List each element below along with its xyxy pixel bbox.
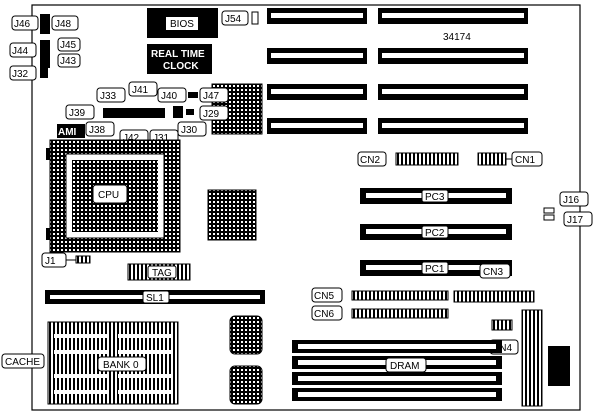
cpu-label: CPU — [98, 190, 119, 201]
jumper-j1: J1 — [41, 252, 91, 268]
cn1-label: CN1 — [515, 155, 535, 166]
pc1-label: PC1 — [425, 264, 445, 275]
jumper-label-j33: J33 — [100, 91, 117, 102]
cache-label: CACHE — [5, 357, 40, 368]
jumper-label-j17: J17 — [567, 215, 584, 226]
cn3-label: CN3 — [483, 267, 503, 278]
jumper-j54: J54 — [221, 10, 259, 26]
jumper-label-j40: J40 — [161, 91, 178, 102]
jumper-label-j41: J41 — [132, 85, 149, 96]
pc3-label: PC3 — [425, 192, 445, 203]
bank0-label: BANK 0 — [103, 360, 139, 371]
bios-label: BIOS — [170, 19, 194, 30]
tag-label: TAG — [152, 268, 172, 279]
jumper-label-j43: J43 — [60, 56, 77, 67]
jumper-label-j29: J29 — [203, 109, 220, 120]
pci-slot-pc1: PC1 — [360, 260, 512, 276]
cache-memory-bank: BANK 0 CACHE — [1, 321, 179, 405]
bios-chip: BIOS — [147, 8, 218, 38]
chipset-chip-center — [207, 189, 257, 241]
ami-label: AMI — [58, 127, 77, 138]
jumper-label-j31: J31 — [153, 133, 170, 144]
connector-cn5: CN5 — [311, 287, 449, 303]
cn2-label: CN2 — [360, 155, 380, 166]
jumper-label-j44: J44 — [12, 46, 29, 57]
tag-ram-chip: TAG — [127, 263, 191, 281]
jumper-cluster-middle: J33 J41 J40 J47 J39 J29 J38 J42 J31 J30 — [65, 81, 229, 145]
dram-simm-slots: DRAM — [292, 340, 502, 401]
connector-cn1: CN1 — [477, 151, 543, 167]
jumper-label-j30: J30 — [181, 125, 198, 136]
rtc-label-line1: REAL TIME — [151, 49, 205, 60]
cn5-label: CN5 — [314, 291, 334, 302]
ami-chip: AMI — [57, 124, 85, 138]
rtc-label-line2: CLOCK — [163, 61, 199, 72]
memory-controller-chip-lower — [229, 365, 263, 405]
isa-slots-right — [378, 8, 528, 134]
slot-sl1: SL1 — [45, 290, 265, 304]
sl1-label: SL1 — [146, 293, 164, 304]
pc2-label: PC2 — [425, 228, 445, 239]
jumper-label-j48: J48 — [55, 19, 72, 30]
cpu-socket: CPU — [46, 139, 181, 253]
isa-slots-left — [267, 8, 367, 134]
board-part-number: 34174 — [443, 32, 471, 43]
jumper-label-j32: J32 — [12, 69, 29, 80]
jumper-label-j1: J1 — [45, 256, 56, 267]
connector-cn3: CN3 — [453, 263, 535, 303]
real-time-clock-chip: REAL TIME CLOCK — [147, 44, 212, 74]
jumper-label-j47: J47 — [203, 91, 220, 102]
jumper-label-j42: J42 — [123, 133, 140, 144]
connector-cn6: CN6 — [311, 305, 449, 321]
jumper-j16-j17: J16 J17 — [543, 191, 593, 227]
power-connector-right — [521, 309, 570, 407]
cn6-label: CN6 — [314, 309, 334, 320]
jumper-label-j39: J39 — [69, 108, 86, 119]
cn4-label: CN4 — [492, 343, 512, 354]
jumper-label-j16: J16 — [563, 195, 580, 206]
jumper-label-j54: J54 — [225, 14, 242, 25]
pci-slot-pc3: PC3 — [360, 188, 512, 204]
jumper-label-j45: J45 — [60, 40, 77, 51]
memory-controller-chip-upper — [229, 315, 263, 355]
jumper-cluster-top-left: J46 J48 J44 J45 J43 J32 — [9, 14, 81, 81]
dram-label: DRAM — [390, 361, 419, 372]
jumper-label-j46: J46 — [14, 19, 31, 30]
pci-slot-pc2: PC2 — [360, 224, 512, 240]
jumper-label-j38: J38 — [89, 125, 106, 136]
connector-cn2: CN2 — [357, 151, 459, 167]
